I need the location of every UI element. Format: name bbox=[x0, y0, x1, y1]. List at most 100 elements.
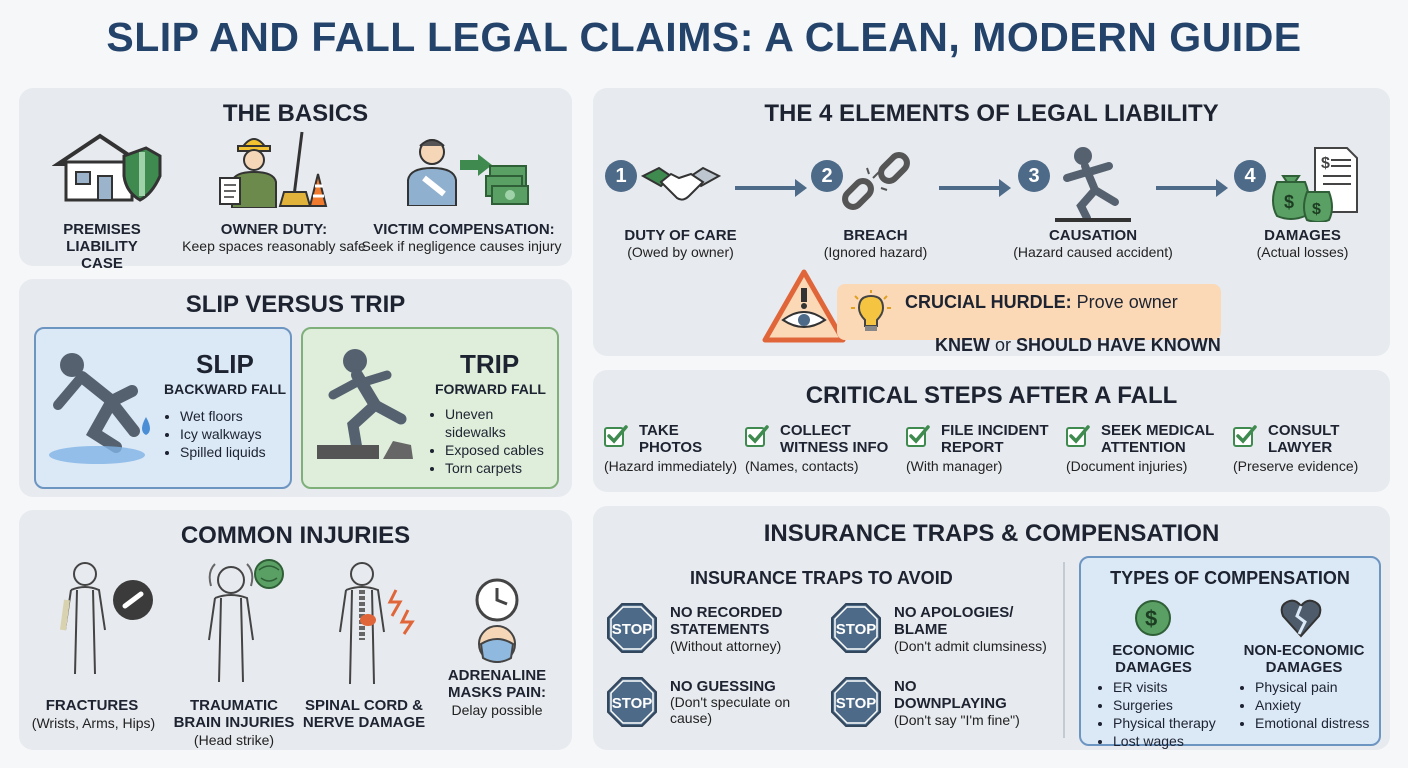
svg-text:$: $ bbox=[1284, 192, 1294, 212]
basics-item-victim-label: VICTIM COMPENSATION: bbox=[373, 221, 555, 238]
element-arrow bbox=[939, 179, 1011, 197]
steps-panel: CRITICAL STEPS AFTER A FALL bbox=[593, 370, 1390, 492]
economic-damages-bullets: ER visits Surgeries Physical therapy Los… bbox=[1099, 678, 1216, 750]
spine-icon bbox=[339, 562, 415, 685]
element-causation-label: CAUSATION bbox=[1048, 227, 1138, 244]
injuries-heading: COMMON INJURIES bbox=[180, 522, 411, 549]
crucial-hurdle-box: CRUCIAL HURDLE: Prove owner KNEW or SHOU… bbox=[837, 284, 1221, 355]
injury-spinal-label: SPINAL CORD & NERVE DAMAGE bbox=[302, 697, 426, 731]
element-breach-label: BREACH bbox=[843, 227, 908, 244]
money-bags-document-icon: $ $ $ bbox=[1272, 147, 1358, 222]
insurance-heading: INSURANCE TRAPS & COMPENSATION bbox=[763, 520, 1220, 547]
falling-person-icon bbox=[1055, 147, 1131, 222]
injuries-panel: COMMON INJURIES FRACTURES (Wrists, Arms,… bbox=[19, 510, 572, 750]
trip-subtitle: FORWARD FALL bbox=[435, 381, 546, 397]
step-label: COLLECT WITNESS INFO bbox=[780, 422, 889, 456]
svg-text:$: $ bbox=[1312, 201, 1321, 218]
element-causation-desc: (Hazard caused accident) bbox=[1013, 244, 1173, 260]
trap-desc: (Without attorney) bbox=[670, 638, 782, 654]
basics-item-owner-desc: Keep spaces reasonably safe bbox=[182, 238, 366, 254]
checkbox-checked-icon bbox=[1066, 425, 1090, 447]
step-desc: (Preserve evidence) bbox=[1233, 458, 1359, 474]
clock-mask-icon bbox=[475, 578, 519, 663]
economic-damages-label: ECONOMIC DAMAGES bbox=[1112, 642, 1195, 676]
crucial-hurdle-label: CRUCIAL HURDLE: bbox=[905, 292, 1072, 312]
element-duty-label: DUTY OF CARE bbox=[624, 227, 737, 244]
noneconomic-bullet: Anxiety bbox=[1255, 696, 1369, 714]
worker-icon bbox=[219, 131, 328, 208]
crucial-hurdle-or: or bbox=[990, 335, 1017, 355]
trip-bullet: Torn carpets bbox=[445, 459, 557, 477]
trip-card: TRIP FORWARD FALL Uneven sidewalks Expos… bbox=[301, 327, 559, 489]
injury-fractures-desc: (Wrists, Arms, Hips) bbox=[31, 715, 156, 731]
trap-label: NO APOLOGIES/ BLAME bbox=[894, 604, 1014, 638]
element-number-4: 4 bbox=[1234, 160, 1266, 192]
slip-bullet: Spilled liquids bbox=[180, 443, 266, 461]
noneconomic-damages-bullets: Physical pain Anxiety Emotional distress bbox=[1241, 678, 1369, 732]
dollar-coin-icon: $ bbox=[1135, 600, 1171, 636]
economic-bullet: ER visits bbox=[1113, 678, 1216, 696]
injury-fractures-label: FRACTURES bbox=[45, 697, 139, 714]
basics-item-owner-label: OWNER DUTY: bbox=[220, 221, 328, 238]
basics-panel: THE BASICS PREMISES LIABILITY CASE OWNER… bbox=[19, 88, 572, 272]
step-label: FILE INCIDENT REPORT bbox=[941, 422, 1049, 456]
element-number-1: 1 bbox=[605, 160, 637, 192]
svg-text:$: $ bbox=[1145, 606, 1157, 631]
step-desc: (Hazard immediately) bbox=[604, 458, 738, 474]
svg-text:$: $ bbox=[1321, 155, 1330, 172]
traps-heading: INSURANCE TRAPS TO AVOID bbox=[690, 568, 953, 588]
trip-bullets: Uneven sidewalks Exposed cables Torn car… bbox=[431, 405, 557, 477]
step-desc: (Names, contacts) bbox=[745, 458, 859, 474]
checkbox-checked-icon bbox=[1233, 425, 1257, 447]
steps-heading: CRITICAL STEPS AFTER A FALL bbox=[805, 382, 1178, 409]
trip-bullet: Exposed cables bbox=[445, 441, 557, 459]
element-number-3: 3 bbox=[1018, 160, 1050, 192]
stop-sign-text: STOP bbox=[612, 695, 653, 712]
stop-sign-icon: STOP bbox=[831, 603, 881, 653]
checkbox-checked-icon bbox=[906, 425, 930, 447]
slip-bullet: Wet floors bbox=[180, 407, 266, 425]
step-item: COLLECT WITNESS INFO (Names, contacts) bbox=[745, 422, 905, 478]
element-arrow bbox=[1156, 179, 1228, 197]
basics-heading: THE BASICS bbox=[222, 100, 369, 127]
crucial-hurdle-text: Prove owner bbox=[1071, 292, 1178, 312]
element-number-2: 2 bbox=[811, 160, 843, 192]
brain-injury-icon bbox=[208, 559, 284, 683]
stop-sign-icon: STOP bbox=[607, 603, 657, 653]
trap-desc: (Don't say "I'm fine") bbox=[894, 712, 1020, 728]
elements-heading: THE 4 ELEMENTS OF LEGAL LIABILITY bbox=[764, 100, 1219, 127]
step-item: CONSULT LAWYER (Preserve evidence) bbox=[1233, 422, 1393, 478]
page-title: SLIP AND FALL LEGAL CLAIMS: A CLEAN, MOD… bbox=[106, 14, 1302, 60]
economic-bullet: Lost wages bbox=[1113, 732, 1216, 750]
noneconomic-bullet: Physical pain bbox=[1255, 678, 1369, 696]
basics-item-victim-desc: Seek if negligence causes injury bbox=[361, 238, 562, 254]
step-label: CONSULT LAWYER bbox=[1268, 422, 1340, 456]
crucial-hurdle-knew: KNEW bbox=[935, 335, 991, 355]
compensation-heading: TYPES OF COMPENSATION bbox=[1110, 568, 1350, 588]
trap-label: NO RECORDED STATEMENTS bbox=[670, 604, 783, 638]
slip-trip-heading: SLIP VERSUS TRIP bbox=[185, 291, 406, 318]
step-desc: (Document injuries) bbox=[1066, 458, 1188, 474]
slip-card: SLIP BACKWARD FALL Wet floors Icy walkwa… bbox=[34, 327, 292, 489]
insurance-panel: INSURANCE TRAPS & COMPENSATION INSURANCE… bbox=[593, 506, 1390, 750]
checkbox-checked-icon bbox=[745, 425, 769, 447]
victim-money-icon bbox=[407, 139, 529, 206]
broken-chain-icon bbox=[842, 152, 910, 210]
trap-item: STOP NO RECORDED STATEMENTS(Without attor… bbox=[606, 602, 826, 662]
trap-desc: (Don't speculate on cause) bbox=[670, 694, 791, 726]
trap-desc: (Don't admit clumsiness) bbox=[894, 638, 1047, 654]
injury-brain-desc: (Head strike) bbox=[193, 732, 275, 748]
slip-trip-panel: SLIP VERSUS TRIP SLIP BACKWARD FALL Wet … bbox=[19, 279, 572, 497]
lightbulb-icon bbox=[851, 290, 891, 331]
economic-bullet: Surgeries bbox=[1113, 696, 1216, 714]
element-damages-desc: (Actual losses) bbox=[1256, 244, 1349, 260]
crucial-hurdle-line1: CRUCIAL HURDLE: Prove owner bbox=[905, 292, 1178, 313]
element-duty-desc: (Owed by owner) bbox=[627, 244, 734, 260]
checkbox-checked-icon bbox=[604, 425, 628, 447]
stop-sign-text: STOP bbox=[836, 695, 877, 712]
handshake-icon bbox=[641, 166, 721, 201]
injury-brain-label: TRAUMATIC BRAIN INJURIES bbox=[173, 697, 295, 731]
stop-sign-text: STOP bbox=[612, 621, 653, 638]
